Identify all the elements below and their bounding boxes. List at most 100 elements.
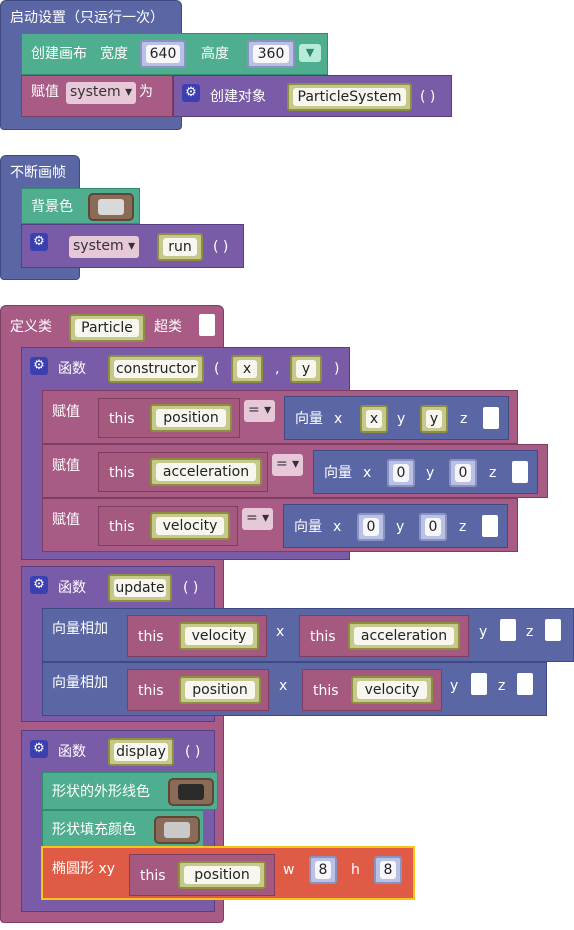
vector-add-label: 向量相加 xyxy=(52,621,108,637)
background-block[interactable]: 背景色 xyxy=(21,188,140,224)
w-label: w xyxy=(283,862,295,878)
z-label: z xyxy=(460,411,468,427)
vector-block[interactable]: 向量 x x y y z xyxy=(284,396,509,440)
this-label: this xyxy=(138,683,164,699)
property-field[interactable]: acceleration xyxy=(348,622,460,650)
y-param-field[interactable]: y xyxy=(420,405,448,433)
this-label: this xyxy=(109,519,135,535)
gear-icon[interactable]: ⚙ xyxy=(30,233,48,251)
ellipse-label: 椭圆形 xy xyxy=(52,861,116,877)
this-property-block[interactable]: this position xyxy=(98,398,240,438)
ellipse-block[interactable]: 椭圆形 xy this position w 8 h 8 xyxy=(41,846,415,900)
stroke-label: 形状的外形线色 xyxy=(52,784,150,800)
x-param-field[interactable]: x xyxy=(360,405,388,433)
param-x-field[interactable]: x xyxy=(231,355,263,383)
property-field[interactable]: velocity xyxy=(179,622,259,650)
property-field[interactable]: velocity xyxy=(351,676,433,704)
this-label: this xyxy=(109,465,135,481)
assign-acceleration-block[interactable]: 赋值 this acceleration = ▾ 向量 x 0 y 0 z xyxy=(42,444,548,498)
assign-velocity-block[interactable]: 赋值 this velocity = ▾ 向量 x 0 y 0 z xyxy=(42,498,518,552)
create-object-block[interactable]: ⚙ 创建对象 ParticleSystem ( ) xyxy=(173,75,452,117)
width-input[interactable]: 640 xyxy=(140,40,186,68)
z-input-slot[interactable] xyxy=(517,673,533,695)
property-field[interactable]: position xyxy=(150,404,232,432)
gear-icon[interactable]: ⚙ xyxy=(30,357,48,375)
z-input-slot[interactable] xyxy=(482,515,498,537)
this-property-block[interactable]: this acceleration xyxy=(299,615,469,657)
assign-system-block[interactable]: 赋值 system ▾ 为 xyxy=(21,75,173,117)
function-label: 函数 xyxy=(58,744,86,760)
this-label: this xyxy=(313,683,339,699)
vector-add-label: 向量相加 xyxy=(52,675,108,691)
stroke-color-block[interactable]: 形状的外形线色 xyxy=(42,772,218,810)
z-input-slot[interactable] xyxy=(512,461,528,483)
y-label: y xyxy=(397,411,406,427)
property-field[interactable]: position xyxy=(179,676,261,704)
width-label: 宽度 xyxy=(100,46,128,62)
h-label: h xyxy=(351,862,360,878)
fill-color-swatch[interactable] xyxy=(154,816,200,844)
operator-dropdown[interactable]: = ▾ xyxy=(242,508,274,530)
vector-add-block[interactable]: 向量相加 this position x this velocity y z xyxy=(42,662,547,716)
y-input-slot[interactable] xyxy=(471,673,487,695)
variable-dropdown[interactable]: system ▾ xyxy=(66,82,137,104)
y-input-slot[interactable] xyxy=(500,619,516,641)
class-name-field[interactable]: Particle xyxy=(69,314,145,342)
function-name-field[interactable]: update xyxy=(108,574,172,602)
assign-label: 赋值 xyxy=(52,404,80,420)
this-property-block[interactable]: this acceleration xyxy=(98,452,268,492)
operator-dropdown[interactable]: = ▾ xyxy=(272,454,304,476)
gear-icon[interactable]: ⚙ xyxy=(182,84,200,102)
function-name-field[interactable]: display xyxy=(108,738,174,766)
method-name-field[interactable]: run xyxy=(157,233,203,261)
create-canvas-block[interactable]: 创建画布 宽度 640 高度 360 ▼ xyxy=(21,33,328,75)
super-input-slot[interactable] xyxy=(199,314,215,336)
x-value-input[interactable]: 0 xyxy=(387,459,415,487)
property-field[interactable]: velocity xyxy=(150,512,230,540)
y-value-input[interactable]: 0 xyxy=(419,513,447,541)
this-property-block[interactable]: this velocity xyxy=(127,615,267,657)
param-y-field[interactable]: y xyxy=(290,355,322,383)
assign-position-block[interactable]: 赋值 this position = ▾ 向量 x x y y z xyxy=(42,390,518,444)
operator-dropdown[interactable]: = ▾ xyxy=(244,400,276,422)
this-label: this xyxy=(109,411,135,427)
property-field[interactable]: position xyxy=(178,861,266,889)
call-parens: ( ) xyxy=(213,239,229,255)
x-value-input[interactable]: 0 xyxy=(357,513,385,541)
class-name-field[interactable]: ParticleSystem xyxy=(287,83,412,111)
object-dropdown[interactable]: system ▾ xyxy=(69,236,140,258)
z-input-slot[interactable] xyxy=(483,407,499,429)
gear-icon[interactable]: ⚙ xyxy=(30,576,48,594)
fill-color-block[interactable]: 形状填充颜色 xyxy=(42,810,204,848)
background-color-swatch[interactable] xyxy=(88,193,134,221)
function-name-field[interactable]: constructor xyxy=(108,355,204,383)
property-field[interactable]: acceleration xyxy=(150,458,262,486)
height-input[interactable]: 360 xyxy=(247,40,295,68)
x-label: x xyxy=(279,678,288,694)
width-value-input[interactable]: 8 xyxy=(309,856,337,884)
x-label: x xyxy=(334,411,343,427)
this-property-block[interactable]: this position xyxy=(129,854,275,896)
y-label: y xyxy=(396,519,405,535)
collapse-dropdown-icon[interactable]: ▼ xyxy=(299,44,321,62)
this-property-block[interactable]: this velocity xyxy=(98,506,238,546)
gear-icon[interactable]: ⚙ xyxy=(30,740,48,758)
method-call-block[interactable]: ⚙ system ▾ run ( ) xyxy=(21,224,244,268)
assign-label: 赋值 xyxy=(52,458,80,474)
vector-label: 向量 xyxy=(295,411,323,427)
draw-title: 不断画帧 xyxy=(10,165,66,181)
vector-block[interactable]: 向量 x 0 y 0 z xyxy=(283,504,508,548)
height-label: 高度 xyxy=(201,46,229,62)
this-property-block[interactable]: this position xyxy=(127,669,269,711)
this-property-block[interactable]: this velocity xyxy=(302,669,442,711)
y-value-input[interactable]: 0 xyxy=(449,459,477,487)
height-value-input[interactable]: 8 xyxy=(374,856,402,884)
setup-title: 启动设置（只运行一次） xyxy=(10,10,164,26)
stroke-color-swatch[interactable] xyxy=(168,778,214,806)
vector-block[interactable]: 向量 x 0 y 0 z xyxy=(313,450,538,494)
z-input-slot[interactable] xyxy=(545,619,561,641)
this-label: this xyxy=(140,868,166,884)
z-label: z xyxy=(498,678,506,694)
super-label: 超类 xyxy=(154,319,182,335)
vector-add-block[interactable]: 向量相加 this velocity x this acceleration y… xyxy=(42,608,574,662)
